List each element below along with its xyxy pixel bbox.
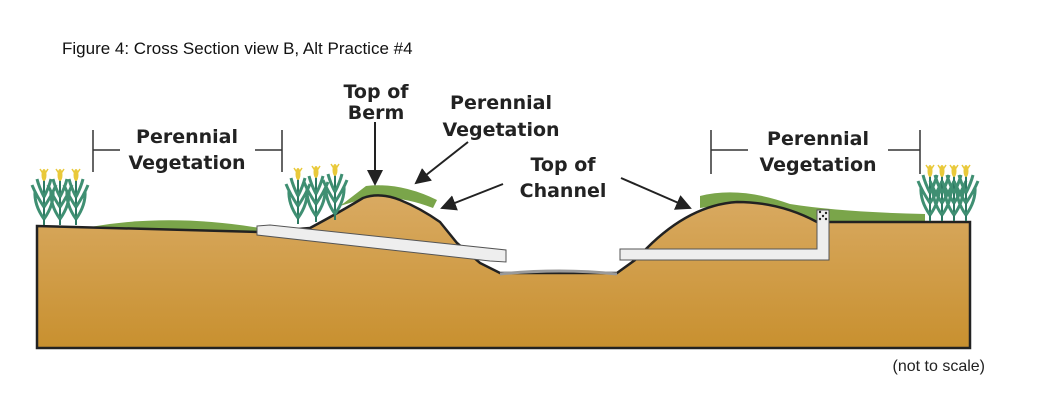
right-vegetation-label-1: Perennial (767, 128, 869, 150)
top-of-channel-label-2: Channel (520, 180, 607, 202)
left-vegetation-bracket (92, 130, 283, 172)
channel-arrow-right (620, 177, 692, 210)
right-outlet-pipe (619, 209, 830, 261)
left-outlet-pipe (256, 224, 507, 263)
top-of-channel-label-1: Top of (530, 154, 596, 176)
channel-liner (499, 269, 618, 276)
berm-vegetation-label-2: Vegetation (442, 119, 559, 141)
left-vegetation-label-2: Vegetation (128, 152, 245, 174)
corn-plants-right (916, 163, 980, 223)
berm-vegetation-label-1: Perennial (450, 92, 552, 114)
right-vegetation-bracket (710, 130, 921, 174)
callout-arrows (367, 122, 692, 211)
corn-plants-left (30, 167, 90, 227)
vegetation-arrow (414, 141, 469, 185)
right-vegetation-label-2: Vegetation (759, 154, 876, 176)
top-of-berm-label-2: Berm (348, 102, 405, 124)
top-of-berm-label-1: Top of (343, 81, 409, 103)
riser-inlet-icon (818, 210, 828, 221)
figure-title: Figure 4: Cross Section view B, Alt Prac… (62, 39, 413, 58)
not-to-scale-note: (not to scale) (893, 358, 985, 375)
left-vegetation-label-1: Perennial (136, 126, 238, 148)
channel-arrow-left (440, 183, 504, 211)
